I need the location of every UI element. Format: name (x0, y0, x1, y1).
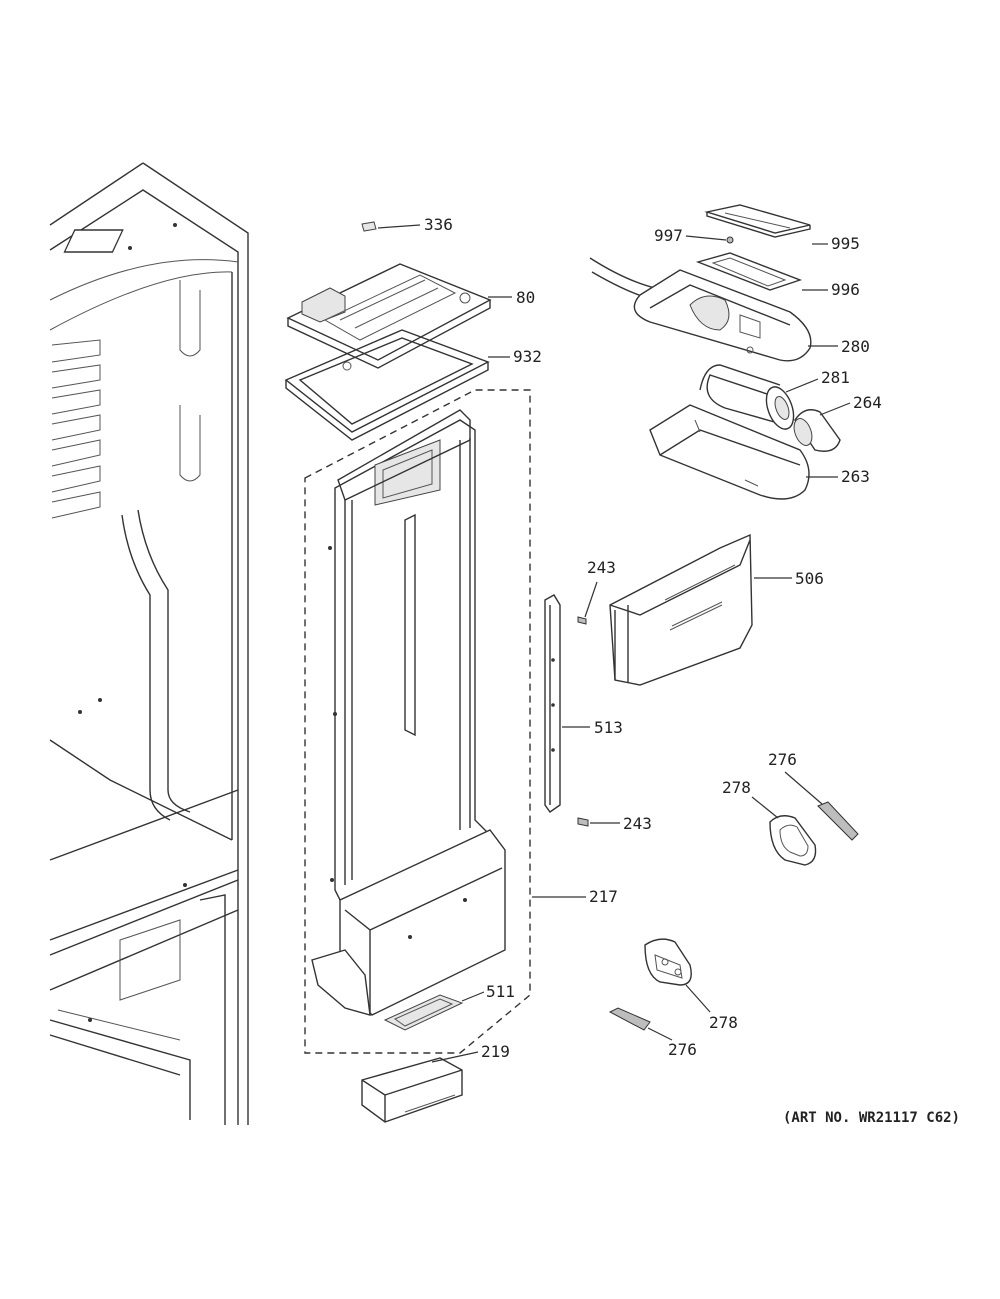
part-995-label-cap (704, 204, 828, 245)
callout-278-lower: 278 (709, 1013, 738, 1032)
part-219-trim (361, 1051, 479, 1123)
callout-217: 217 (589, 887, 618, 906)
callout-511: 511 (486, 982, 515, 1001)
leader-511 (461, 991, 485, 1002)
callout-506: 506 (795, 569, 824, 588)
part-281-filter-cartridge (699, 364, 819, 430)
callout-336: 336 (424, 215, 453, 234)
callout-513: 513 (594, 718, 623, 737)
callout-995: 995 (831, 234, 860, 253)
callout-281: 281 (821, 368, 850, 387)
part-263-filter-door (649, 404, 838, 500)
callout-219: 219 (481, 1042, 510, 1061)
callout-932: 932 (513, 347, 542, 366)
part-243-screw-upper (577, 581, 598, 625)
callout-243-lower: 243 (623, 814, 652, 833)
part-278-upper-ring (751, 796, 817, 866)
assembly-217-outline (304, 389, 531, 1054)
callout-278-upper: 278 (722, 778, 751, 797)
part-278-lower-bracket (644, 938, 711, 1013)
callout-264: 264 (853, 393, 882, 412)
part-80-cover-plate (286, 263, 512, 371)
part-276-upper-pin (784, 771, 859, 841)
part-276-lower-pin (608, 1007, 673, 1041)
part-264-bypass-cap (793, 402, 851, 452)
callout-243-upper: 243 (587, 558, 616, 577)
part-997-screw (685, 235, 734, 244)
part-932-gasket (284, 329, 510, 441)
part-513-strip (544, 594, 590, 813)
callout-80: 80 (516, 288, 535, 307)
callout-997: 997 (654, 226, 683, 245)
part-243-screw-lower (577, 817, 620, 827)
art-number: (ART NO. WR21117 C62) (782, 1110, 960, 1126)
callout-276-lower: 276 (668, 1040, 697, 1059)
cabinet-vents (51, 339, 101, 519)
part-280-filter-housing (589, 257, 838, 362)
callout-276-upper: 276 (768, 750, 797, 769)
refrigerator-cabinet (49, 162, 249, 1125)
mullion-door-panel (311, 409, 506, 1031)
part-506-dispenser-cover (609, 533, 792, 686)
callout-280: 280 (841, 337, 870, 356)
callout-263: 263 (841, 467, 870, 486)
callout-996: 996 (831, 280, 860, 299)
part-336-clip (361, 221, 421, 232)
part-996-cap-frame (695, 252, 828, 291)
